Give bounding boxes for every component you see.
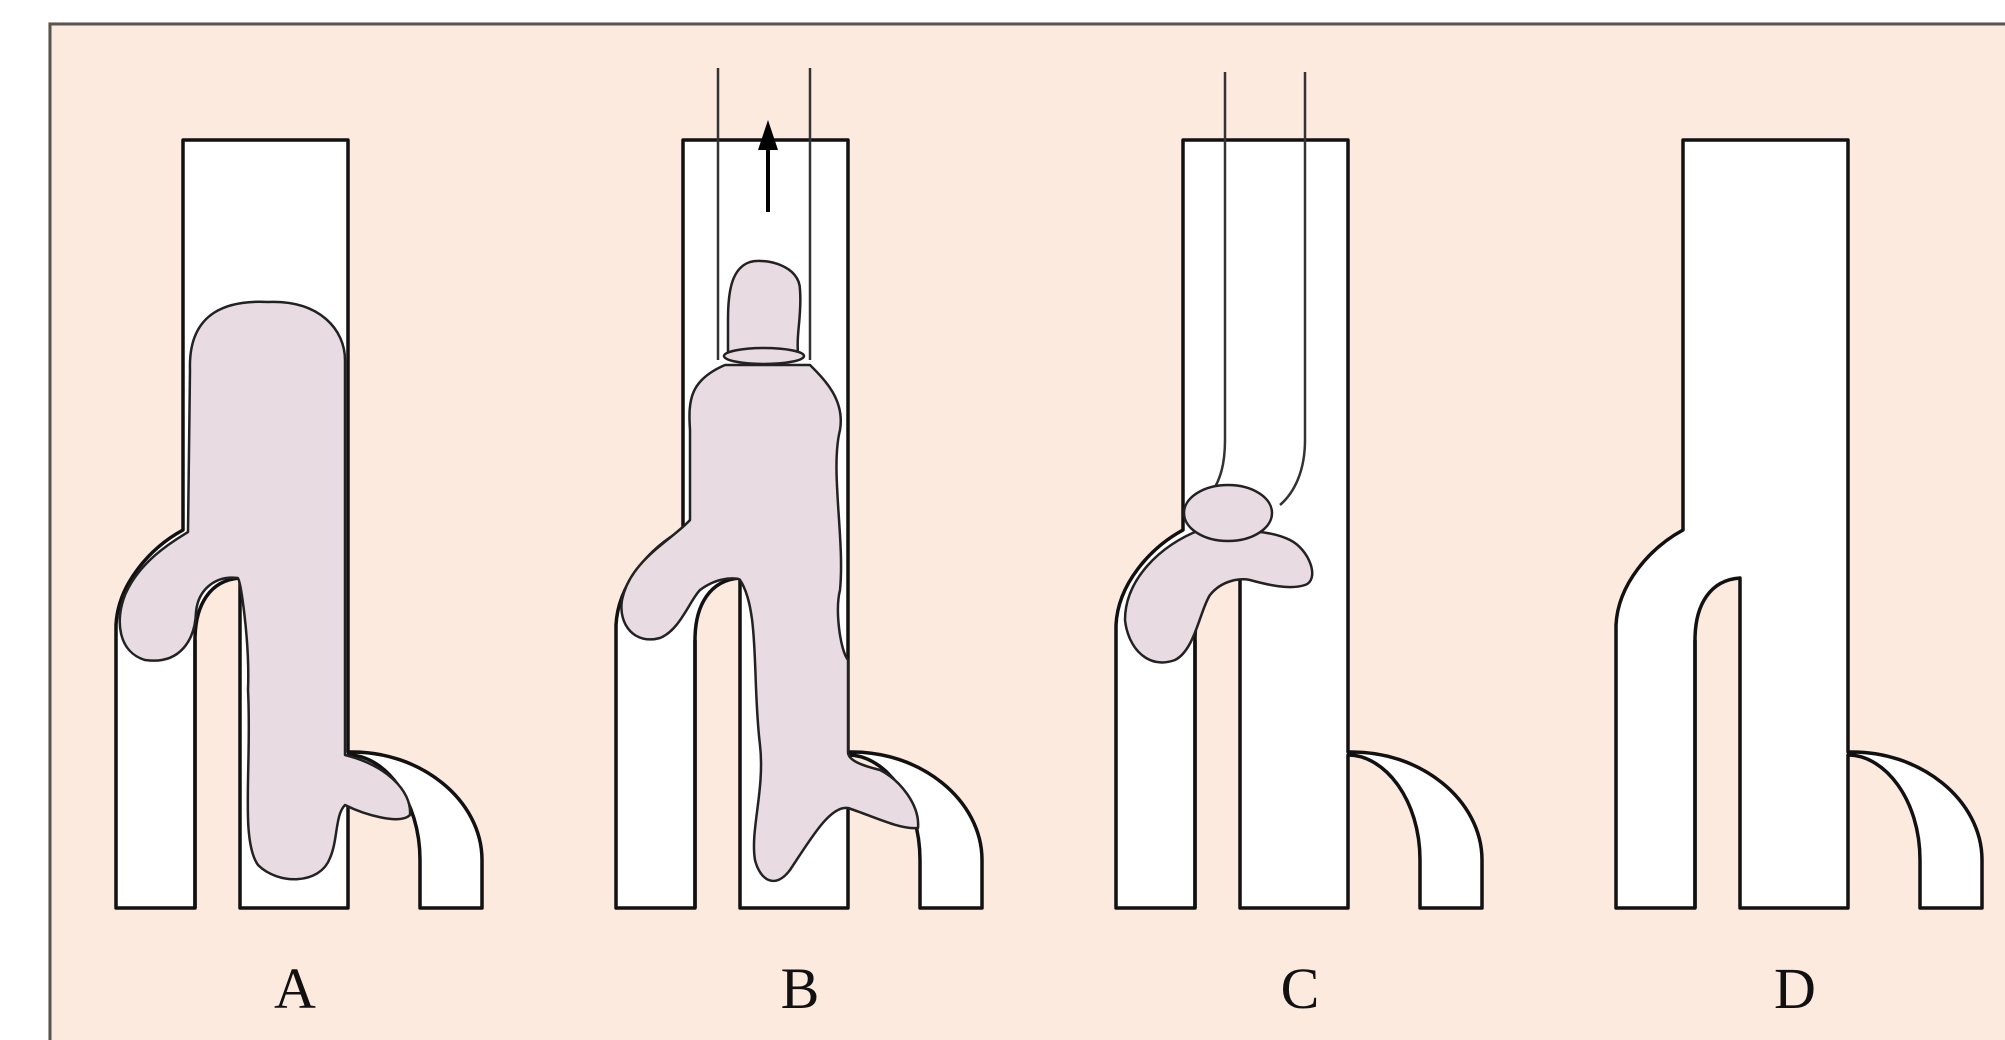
panel-label: D: [1774, 956, 1816, 1021]
catheter-tip-ring: [724, 348, 804, 364]
panel-label: C: [1281, 956, 1320, 1021]
catheter-tip-clot: [1184, 485, 1272, 541]
panel-label: A: [274, 956, 316, 1021]
panel-label: B: [781, 956, 820, 1021]
captured-clot: [728, 261, 800, 352]
